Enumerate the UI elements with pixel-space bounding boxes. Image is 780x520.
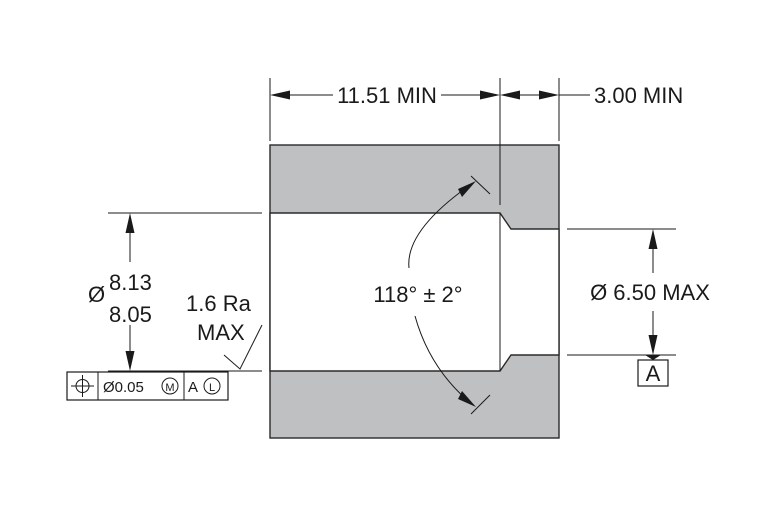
step-length-label: 3.00 MIN [594, 83, 683, 108]
surface-finish-limit: MAX [197, 320, 245, 345]
dimension-drill-angle: 118° ± 2° [373, 175, 491, 415]
surface-finish-check-icon [223, 324, 263, 370]
arrow-head [125, 351, 135, 371]
datum-label: A [646, 361, 661, 386]
mmc-modifier-icon [161, 377, 179, 395]
dimension-overall-length: 11.51 MIN [269, 78, 560, 205]
fcf-datum: A [188, 379, 198, 396]
part-section [269, 144, 560, 439]
arrow-head [125, 213, 135, 233]
arrow-head [458, 181, 476, 197]
dimension-large-bore: Ø 8.13 8.05 [88, 212, 262, 372]
fcf-tolerance-modifier: M [165, 382, 174, 394]
arrow-head [539, 90, 559, 100]
diameter-symbol: Ø [88, 282, 105, 307]
arrow-head [648, 229, 658, 249]
surface-finish-value: 1.6 Ra [186, 291, 252, 316]
arrow-head [458, 391, 476, 407]
position-tolerance-icon [71, 375, 94, 397]
large-bore-lower-limit: 8.05 [109, 302, 152, 327]
overall-length-label: 11.51 MIN [337, 83, 437, 108]
drill-angle-label: 118° ± 2° [373, 282, 462, 307]
arrow-head [648, 335, 658, 355]
fcf-tolerance-value: Ø0.05 [103, 379, 144, 396]
lmc-modifier-icon [203, 377, 221, 395]
arrow-head [500, 90, 520, 100]
datum-feature-a: A [637, 355, 669, 387]
dimension-small-bore: Ø 6.50 MAX [567, 228, 710, 356]
fcf-datum-modifier: L [209, 382, 215, 394]
large-bore-upper-limit: 8.13 [109, 270, 152, 295]
small-bore-label: Ø 6.50 MAX [590, 280, 710, 305]
feature-control-frame: Ø0.05 M A L [66, 371, 229, 401]
dimension-step-length: 3.00 MIN [500, 83, 683, 108]
surface-finish-symbol: 1.6 Ra MAX [186, 291, 263, 370]
arrow-head [480, 90, 500, 100]
arrow-head [270, 90, 290, 100]
bore-cavity [269, 212, 560, 372]
datum-triangle-icon [645, 355, 661, 360]
